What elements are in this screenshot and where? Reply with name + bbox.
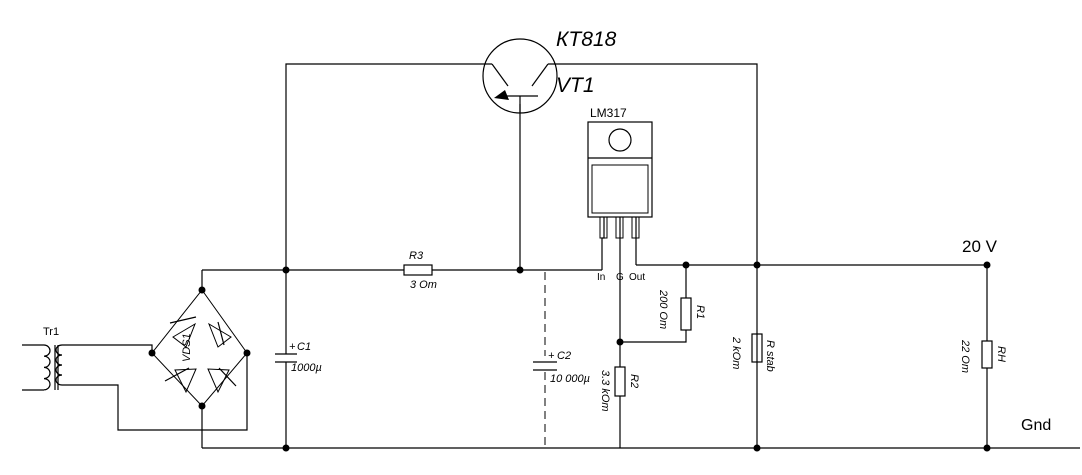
diode-4-icon [207, 368, 230, 394]
junction-dot [243, 349, 251, 357]
rstab-value-label: 2 kOm [730, 336, 742, 369]
resistor-rh: RH 22 Om [959, 339, 1007, 373]
wire-emitter-right [548, 63, 758, 448]
pin-out-label: Out [629, 272, 645, 283]
rstab-ref-label: R stab [764, 340, 776, 372]
resistor-r2: R2 3.3 kOm [599, 366, 640, 412]
r1-value-label: 200 Om [657, 289, 669, 329]
c1-ref-label: C1 [297, 341, 311, 353]
resistor-r1: R1 200 Om [657, 289, 706, 331]
transformer-ref-label: Tr1 [43, 326, 59, 338]
junction-dots [148, 261, 991, 452]
mounting-hole-icon [608, 128, 632, 152]
c1-polarity-mark: + [289, 341, 296, 353]
emitter-arrow-icon [494, 90, 509, 100]
junction-dot [148, 349, 156, 357]
wires [62, 63, 1080, 449]
junction-dot [516, 266, 524, 274]
junction-dot [616, 338, 624, 346]
junction-dot [682, 261, 690, 269]
bridge-ref-label: VDS1 [181, 333, 193, 362]
junction-dot [282, 444, 290, 452]
ground-label: Gnd [1021, 417, 1051, 434]
regulator-part-label: LM317 [590, 106, 627, 120]
c2-ref-label: C2 [557, 350, 571, 362]
capacitor-c2: + C2 10 000µ [533, 350, 590, 385]
c1-value-label: 1000µ [291, 362, 322, 374]
regulator-lm317: LM317 In G Out [587, 106, 653, 283]
capacitor-c1: + C1 1000µ [275, 341, 322, 374]
junction-dot [198, 286, 206, 294]
wire-transformer-top [62, 344, 153, 353]
rh-ref-label: RH [995, 346, 1007, 362]
diode-1-icon [172, 322, 196, 348]
r2-value-label: 3.3 kOm [599, 370, 611, 412]
r3-value-label: 3 Om [410, 279, 437, 291]
junction-dot [983, 444, 991, 452]
leg-in [601, 217, 605, 270]
transistor-vt1: КТ818 VT1 [482, 28, 617, 114]
wire-transformer-bottom [62, 353, 248, 431]
c2-polarity-mark: + [548, 350, 555, 362]
r2-ref-label: R2 [628, 374, 640, 388]
transistor-type-label: КТ818 [556, 28, 617, 51]
junction-dot [983, 261, 991, 269]
junction-dot [753, 261, 761, 269]
rh-value-label: 22 Om [959, 339, 971, 373]
c2-value-label: 10 000µ [550, 373, 590, 385]
junction-dot [282, 266, 290, 274]
pin-adj-label: G [616, 272, 624, 283]
r1-ref-label: R1 [694, 305, 706, 319]
junction-dot [198, 402, 206, 410]
resistor-rstab: R stab 2 kOm [730, 333, 776, 372]
wire-r1-bottom [620, 330, 687, 343]
transformer-tr1: Tr1 [22, 326, 63, 391]
bridge-vds1: VDS1 [151, 289, 248, 407]
output-voltage-label: 20 V [962, 237, 998, 256]
junction-dot [753, 444, 761, 452]
wire-collector-left [285, 63, 492, 270]
r3-ref-label: R3 [409, 250, 424, 262]
transistor-ref-label: VT1 [556, 74, 595, 97]
pin-in-label: In [597, 272, 605, 283]
resistor-r3: R3 3 Om [403, 250, 437, 291]
